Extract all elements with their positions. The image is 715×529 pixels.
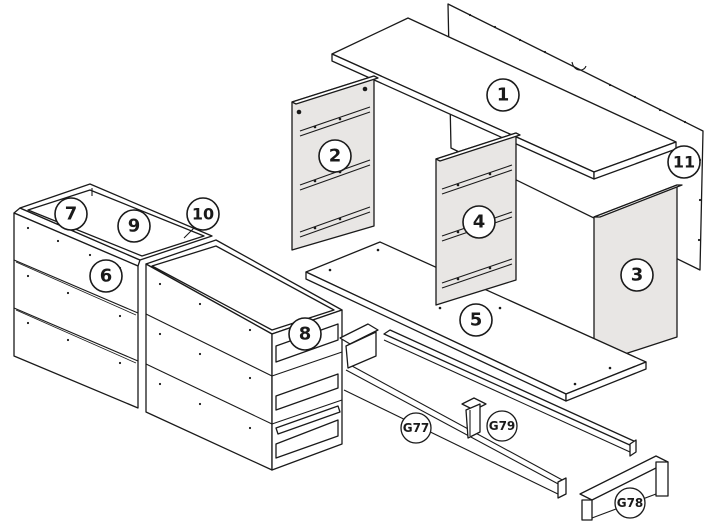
label-part-10: 10 — [183, 197, 220, 239]
rail-g78 — [383, 329, 669, 521]
label-part-g78: G78 — [614, 487, 646, 519]
label-9-text: 9 — [128, 216, 141, 237]
label-g78-text: G78 — [617, 496, 644, 510]
label-part-5: 5 — [459, 303, 493, 337]
label-5-text: 5 — [470, 310, 483, 331]
label-part-7: 7 — [54, 197, 88, 231]
label-part-g77: G77 — [400, 412, 432, 444]
label-6-text: 6 — [100, 266, 113, 287]
label-8-text: 8 — [299, 324, 312, 345]
label-g79-text: G79 — [489, 419, 516, 433]
label-1-text: 1 — [497, 85, 510, 106]
label-7-text: 7 — [65, 204, 78, 225]
label-part-11: 11 — [667, 145, 701, 179]
label-part-8: 8 — [288, 317, 322, 351]
right-drawer-stack — [145, 239, 343, 471]
label-part-g79: G79 — [486, 410, 518, 442]
label-g77-text: G77 — [403, 421, 430, 435]
label-11-text: 11 — [673, 153, 695, 172]
leg-g79 — [461, 397, 487, 439]
label-3-text: 3 — [631, 265, 644, 286]
label-10-text: 10 — [192, 205, 214, 224]
label-part-4: 4 — [462, 205, 496, 239]
label-4-text: 4 — [473, 212, 486, 233]
label-part-9: 9 — [117, 209, 151, 243]
rail-g77 — [339, 323, 567, 499]
label-part-6: 6 — [89, 259, 123, 293]
label-part-1: 1 — [486, 78, 520, 112]
label-part-2: 2 — [318, 139, 352, 173]
label-part-3: 3 — [620, 258, 654, 292]
label-2-text: 2 — [329, 146, 342, 167]
